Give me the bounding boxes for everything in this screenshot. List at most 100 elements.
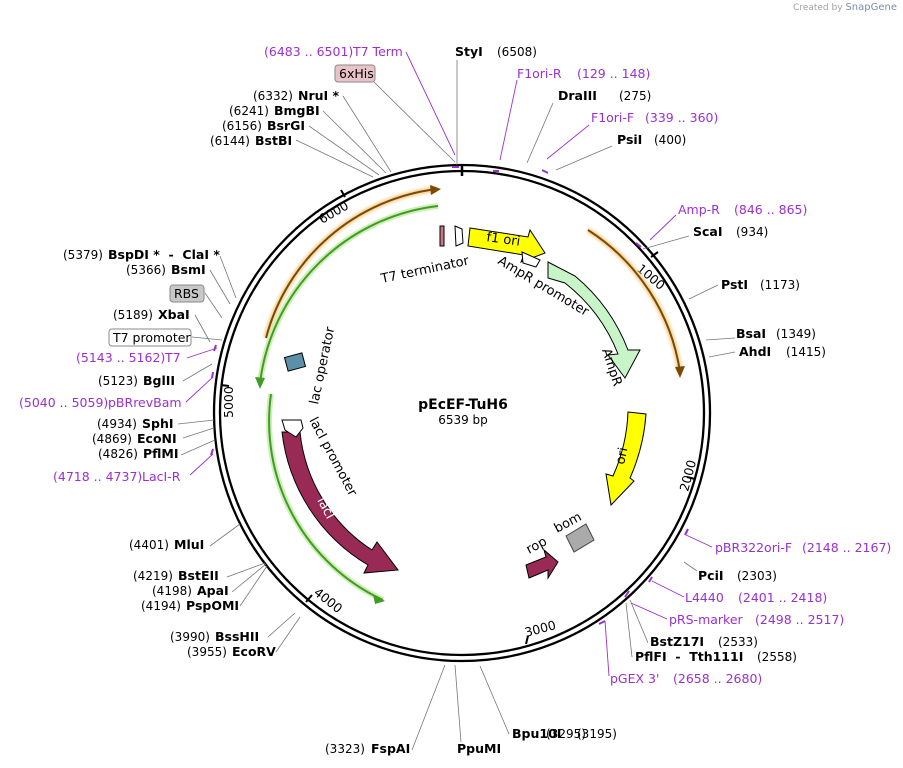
site-bstz17i[interactable]: BstZ17I (2533) xyxy=(650,634,758,649)
feature-laci: lacI xyxy=(281,431,399,574)
feature-bom: bom xyxy=(552,510,595,553)
box-t7-promoter[interactable]: T7 promoter xyxy=(108,328,192,347)
site-position: (4934) xyxy=(97,417,137,431)
primer-f1ori-r[interactable]: F1ori-R (129 .. 148) xyxy=(517,66,650,81)
primer-name: pRS-marker xyxy=(669,612,744,627)
tick-5000: 5000 xyxy=(221,386,236,418)
site-position: (5379) xyxy=(63,248,103,262)
site-name: ApaI xyxy=(197,583,229,598)
primer-l4440[interactable]: L4440 (2401 .. 2418) xyxy=(685,590,827,605)
site-position: (6241) xyxy=(229,104,269,118)
site-pspomi[interactable]: PspOMI (4194) xyxy=(141,598,239,613)
site-name: BspDI * - ClaI * xyxy=(108,247,220,262)
site-position: (6156) xyxy=(222,119,262,133)
site-bsai[interactable]: BsaI (1349) xyxy=(736,326,816,341)
site-nrui[interactable]: NruI * (6332) xyxy=(253,88,340,103)
site-bsteii[interactable]: BstEII (4219) xyxy=(133,568,219,583)
orange-lane-top xyxy=(263,185,441,339)
primer-leaders xyxy=(185,51,713,677)
site-bmgbi[interactable]: BmgBI (6241) xyxy=(229,103,320,118)
site-leaders xyxy=(177,60,736,751)
primer-pbr322ori-f[interactable]: pBR322ori-F (2148 .. 2167) xyxy=(715,540,891,555)
primer-prs-marker[interactable]: pRS-marker (2498 .. 2517) xyxy=(669,612,844,627)
site-bsmi[interactable]: BsmI (5366) xyxy=(126,262,206,277)
feature-ori: ori xyxy=(605,411,647,507)
site-name: PciI xyxy=(698,568,724,583)
primer-laci-r[interactable]: (4718 .. 4737) LacI-R xyxy=(53,469,181,484)
site-position: (6332) xyxy=(253,89,293,103)
site-scai[interactable]: ScaI (934) xyxy=(693,224,768,239)
primer-range: (5143 .. 5162) xyxy=(76,350,165,365)
site-apai[interactable]: ApaI (4198) xyxy=(152,583,229,598)
site-pflfi-tth111i[interactable]: PflFI - Tth111I (2558) xyxy=(635,649,797,664)
site-bstbi[interactable]: BstBI (6144) xyxy=(210,133,292,148)
tag-6xhis[interactable]: 6xHis xyxy=(334,64,376,83)
site-position: (275) xyxy=(619,89,651,103)
site-bpu10i[interactable]: Bpu10I (3195) xyxy=(512,726,617,741)
plasmid-length: 6539 bp xyxy=(438,413,488,427)
plasmid-name: pEcEF-TuH6 xyxy=(418,397,508,413)
primer-range: (129 .. 148) xyxy=(577,66,650,81)
site-fspai[interactable]: FspAI (3323) xyxy=(325,741,410,756)
site-position: (3990) xyxy=(170,630,210,644)
feature-ampr: AmpR xyxy=(547,261,641,388)
site-name: BglII xyxy=(143,373,175,388)
site-psii[interactable]: PsiI (400) xyxy=(617,132,686,147)
orange-lane-right xyxy=(586,227,685,378)
primer-range: (2498 .. 2517) xyxy=(755,612,844,627)
site-styi[interactable]: StyI (6508) xyxy=(455,44,537,59)
site-mlui[interactable]: MluI (4401) xyxy=(129,537,204,552)
site-position: (3955) xyxy=(187,645,227,659)
site-name: FspAI xyxy=(371,741,410,756)
primer-name: T7 xyxy=(164,350,181,365)
site-position: (4826) xyxy=(98,447,138,461)
site-bglii[interactable]: BglII (5123) xyxy=(98,373,175,388)
primer-range: (2401 .. 2418) xyxy=(738,590,827,605)
primer-t7[interactable]: (5143 .. 5162) T7 xyxy=(76,350,181,365)
site-position: (4869) xyxy=(92,432,132,446)
primer-t7-term[interactable]: (6483 .. 6501) T7 Term xyxy=(264,44,403,59)
site-econi[interactable]: EcoNI (4869) xyxy=(92,431,177,446)
primer-name: F1ori-R xyxy=(517,66,562,81)
site-name: BstZ17I xyxy=(650,634,704,649)
site-xbai[interactable]: XbaI (5189) xyxy=(113,307,190,322)
primer-pgex-3[interactable]: pGEX 3' (2658 .. 2680) xyxy=(610,671,762,686)
primer-amp-r[interactable]: Amp-R (846 .. 865) xyxy=(678,202,807,217)
site-ecorv[interactable]: EcoRV (3955) xyxy=(187,644,276,659)
site-position: (4401) xyxy=(129,538,169,552)
box-rbs[interactable]: RBS xyxy=(169,284,205,303)
site-name: MluI xyxy=(174,537,204,552)
primer-name: pBRrevBam xyxy=(108,395,182,410)
snapgene-credit: Created by SnapGene xyxy=(793,2,897,13)
site-pflmi[interactable]: PflMI (4826) xyxy=(98,446,179,461)
site-name: BstBI xyxy=(255,133,292,148)
site-bspdi-clai[interactable]: BspDI * - ClaI * (5379) xyxy=(63,247,220,262)
primer-range: (6483 .. 6501) xyxy=(264,44,353,59)
site-name: ScaI xyxy=(693,224,723,239)
primer-range: (846 .. 865) xyxy=(734,202,807,217)
primer-name: F1ori-F xyxy=(591,110,634,125)
site-psti[interactable]: PstI (1173) xyxy=(721,277,800,292)
site-position: (5123) xyxy=(98,374,138,388)
primer-marks xyxy=(210,166,689,625)
site-draiii[interactable]: DraIII (275) xyxy=(558,88,651,103)
primer-range: (4718 .. 4737) xyxy=(53,469,142,484)
site-ppumi[interactable]: PpuMI (3295) xyxy=(457,727,586,756)
primer-name: Amp-R xyxy=(678,202,720,217)
t7-terminator-label: T7 terminator xyxy=(379,254,471,288)
tick-4000: 4000 xyxy=(311,585,345,616)
primer-pbrrevbam[interactable]: (5040 .. 5059) pBRrevBam xyxy=(19,395,182,410)
site-sphi[interactable]: SphI (4934) xyxy=(97,416,174,431)
site-position: (6144) xyxy=(210,134,250,148)
site-bsrgi[interactable]: BsrGI (6156) xyxy=(222,118,305,133)
site-position: (1173) xyxy=(760,278,800,292)
green-lane-bottom xyxy=(266,393,385,604)
primer-name: LacI-R xyxy=(142,469,181,484)
primer-f1ori-f[interactable]: F1ori-F (339 .. 360) xyxy=(591,110,718,125)
site-ahdi[interactable]: AhdI (1415) xyxy=(739,344,826,359)
site-bsshii[interactable]: BssHII (3990) xyxy=(170,629,259,644)
site-pcii[interactable]: PciI (2303) xyxy=(698,568,777,583)
rbs-label: RBS xyxy=(174,286,199,301)
primer-labels: (6483 .. 6501) T7 Term F1ori-R (129 .. 1… xyxy=(19,44,891,686)
